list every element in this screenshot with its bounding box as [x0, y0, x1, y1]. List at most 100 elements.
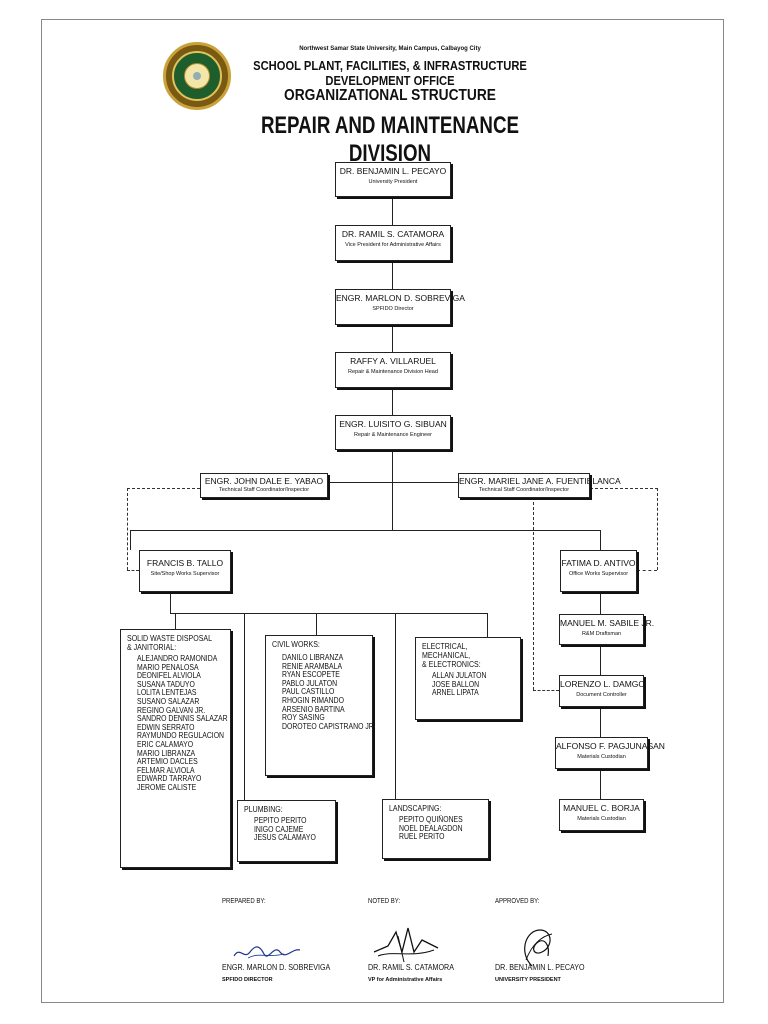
signature-pecayo: [524, 929, 553, 967]
dashed-right-vertical: [657, 488, 658, 570]
vp-box: DR. RAMIL S. CATAMORA Vice President for…: [335, 225, 451, 261]
team-drop-solid-waste: [175, 613, 176, 629]
team-drop-plumbing: [244, 613, 245, 800]
person-name: FRANCIS B. TALLO: [146, 558, 224, 568]
member-name: DEONIFEL ALVIOLA: [137, 671, 201, 681]
member-name: PEPITO PERITO: [254, 816, 307, 825]
person-title: Materials Custodian: [577, 754, 626, 760]
person-name: ENGR. MARLON D. SOBREVIGA: [336, 293, 465, 303]
person-name: DR. RAMIL S. CATAMORA: [341, 229, 445, 239]
person-title: R&M Draftsman: [581, 631, 622, 637]
person-name: LORENZO L. DAMGO: [560, 679, 646, 689]
page-title: ORGANIZATIONAL STRUCTURE: [283, 87, 496, 104]
member-name: EDWARD TARRAYO: [137, 774, 202, 784]
coordinator-connector: [328, 482, 458, 483]
signature-catamora: [373, 927, 439, 963]
member-name: RYAN ESCOPETE: [282, 670, 340, 680]
person-title: Repair & Maintenance Division Head: [348, 369, 438, 375]
document-controller-box: LORENZO L. DAMGO Document Controller: [559, 675, 646, 707]
right-supervisor-drop: [600, 530, 601, 550]
member-name: INIGO CAJEME: [254, 824, 304, 834]
coordinator-left-box: ENGR. JOHN DALE E. YABAO Technical Staff…: [200, 473, 328, 498]
member-name: NOEL DEALAGDON: [399, 823, 463, 833]
person-name: ENGR. MARIEL JANE A. FUENTIBLANCA: [459, 476, 621, 486]
page-frame: [41, 19, 724, 1003]
custodian-box-2: MANUEL C. BORJA Materials Custodian: [559, 799, 644, 831]
member-name: ALEJANDRO RAMONIDA: [137, 654, 218, 663]
person-name: ALFONSO F. PAGJUNASAN: [556, 741, 665, 751]
team-drop-civil: [316, 613, 317, 635]
member-name: ROY SASING: [282, 713, 325, 723]
approved-by-caption: APPROVED BY:: [495, 898, 540, 905]
dashed-left-top: [127, 488, 200, 489]
engineer-box: ENGR. LUISITO G. SIBUAN Repair & Mainten…: [335, 415, 451, 450]
person-name: ENGR. JOHN DALE E. YABAO: [204, 476, 324, 486]
member-name: SUSANA TADUYO: [137, 679, 195, 689]
person-title: Site/Shop Works Supervisor: [150, 571, 220, 577]
director-box: ENGR. MARLON D. SOBREVIGA SPFIDO Directo…: [335, 289, 465, 325]
member-name: PABLO JULATON: [282, 678, 338, 688]
member-name: JESUS CALAMAYO: [254, 833, 316, 843]
site-drop: [170, 592, 171, 614]
member-name: ARTEMIO DACLES: [137, 757, 198, 767]
custodian-box-1: ALFONSO F. PAGJUNASAN Materials Custodia…: [555, 737, 665, 769]
member-name: JEROME CALISTE: [137, 782, 197, 792]
supervisor-bar: [130, 530, 600, 531]
member-name: JOSE BALLON: [432, 679, 480, 689]
president-box: DR. BENJAMIN L. PECAYO University Presid…: [335, 162, 451, 197]
person-name: ENGR. LUISITO G. SIBUAN: [339, 419, 447, 429]
member-name: RAYMUNDO REGULACION: [137, 731, 225, 741]
group-solid-waste: SOLID WASTE DISPOSAL & JANITORIAL: ALEJA…: [120, 629, 231, 868]
member-name: DANILO LIBRANZA: [282, 653, 344, 662]
university-seal: [163, 42, 231, 110]
group-electrical: ELECTRICAL, MECHANICAL, & ELECTRONICS: A…: [415, 637, 521, 720]
member-name: PAUL CASTILLO: [282, 687, 335, 697]
draftsman-box: MANUEL M. SABILE JR. R&M Draftsman: [559, 614, 654, 645]
member-name: SUSANO SALAZAR: [137, 696, 200, 706]
site-supervisor-box: FRANCIS B. TALLO Site/Shop Works Supervi…: [139, 550, 231, 592]
university-line: Northwest Samar State University, Main C…: [299, 46, 481, 52]
group-title: SOLID WASTE DISPOSAL & JANITORIAL:: [127, 634, 213, 652]
member-name: LOLITA LENTEJAS: [137, 688, 197, 698]
member-name: EDWIN SERRATO: [137, 722, 195, 732]
person-title: SPFIDO Director: [372, 306, 414, 312]
division-title: REPAIR AND MAINTENANCE DIVISION: [261, 112, 519, 167]
member-name: RENIE ARAMBALA: [282, 661, 343, 671]
member-name: PEPITO QUIÑONES: [399, 815, 463, 824]
person-title: Materials Custodian: [577, 816, 626, 822]
dashed-left-vertical: [127, 488, 128, 570]
office-name: SCHOOL PLANT, FACILITIES, & INFRASTRUCTU…: [253, 58, 527, 88]
preparer-name: ENGR. MARLON D. SOBREVIGA: [222, 962, 331, 972]
noter-name: DR. RAMIL S. CATAMORA: [368, 962, 454, 972]
dashed-inspector-link: [533, 690, 559, 691]
person-title: University President: [368, 179, 418, 185]
left-supervisor-drop: [130, 530, 131, 550]
member-name: ARSENIO BARTINA: [282, 704, 345, 714]
member-name: RHOGIN RIMANDO: [282, 695, 344, 705]
coordinator-right-box: ENGR. MARIEL JANE A. FUENTIBLANCA Techni…: [458, 473, 621, 498]
noted-by-caption: NOTED BY:: [368, 898, 401, 905]
prepared-by-caption: PREPARED BY:: [222, 898, 266, 905]
office-supervisor-box: FATIMA D. ANTIVO Office Works Supervisor: [560, 550, 637, 592]
team-bar: [170, 613, 488, 614]
member-name: DOROTEO CAPISTRANO JR.: [282, 721, 376, 731]
noter-role: VP for Administrative Affairs: [368, 977, 443, 983]
approver-name: DR. BENJAMIN L. PECAYO: [495, 962, 585, 972]
person-title: Document Controller: [576, 692, 627, 698]
member-name: MARIO LIBRANZA: [137, 748, 196, 758]
group-title: PLUMBING:: [244, 805, 283, 814]
member-name: RUEL PERITO: [399, 832, 445, 842]
member-name: ERIC CALAMAYO: [137, 739, 194, 749]
person-title: Technical Staff Coordinator/Inspector: [478, 487, 570, 493]
preparer-role: SPFIDO DIRECTOR: [222, 977, 273, 983]
person-title: Repair & Maintenance Engineer: [354, 432, 432, 438]
dashed-right-bottom: [637, 570, 657, 571]
person-name: MANUEL C. BORJA: [563, 803, 640, 813]
approver-role: UNIVERSITY PRESIDENT: [495, 977, 561, 983]
team-drop-landscaping: [395, 613, 396, 799]
